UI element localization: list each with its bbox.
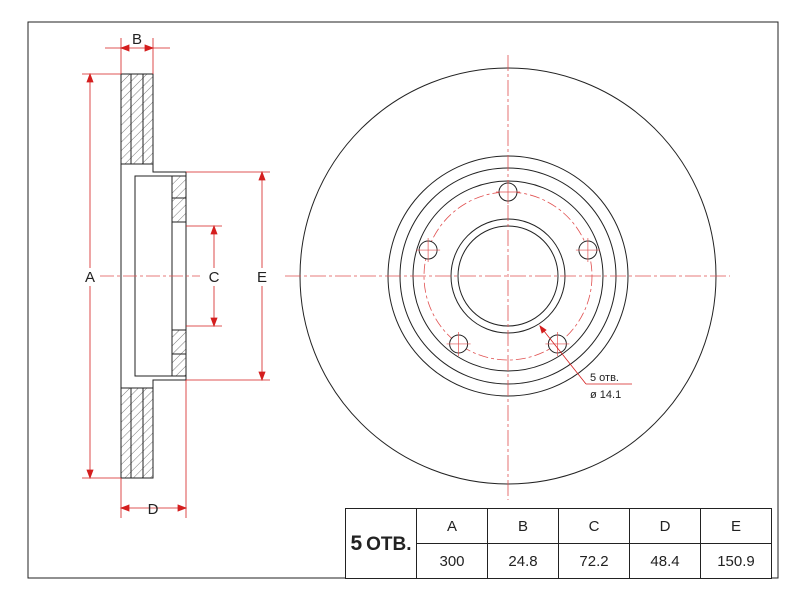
hole-diameter-note: ø 14.1 <box>590 389 621 401</box>
header-d: D <box>629 508 701 544</box>
hub-lower-hatch <box>171 329 187 377</box>
value-d: 48.4 <box>629 543 701 579</box>
side-view <box>100 73 200 479</box>
bolt-hole-center-mark <box>575 238 600 263</box>
bolt-holes <box>416 180 600 356</box>
header-e: E <box>700 508 772 544</box>
bolt-hole-center-mark <box>416 238 441 263</box>
dimension-lines <box>82 38 270 518</box>
hole-callout <box>539 325 632 385</box>
bolt-hole-center-mark <box>496 180 520 204</box>
holes-number: 5 <box>350 531 363 555</box>
value-c: 72.2 <box>558 543 630 579</box>
dim-label-d: D <box>148 501 159 518</box>
value-a: 300 <box>416 543 488 579</box>
header-c: C <box>558 508 630 544</box>
header-b: B <box>487 508 559 544</box>
dim-label-c: C <box>209 269 220 286</box>
bolt-hole-center-mark <box>446 331 471 356</box>
lower-friction-ring <box>120 387 154 479</box>
dim-label-e: E <box>257 269 267 286</box>
dim-label-b: B <box>132 31 142 48</box>
front-center-lines <box>285 55 730 500</box>
bolt-hole-center-mark <box>545 331 570 356</box>
upper-friction-ring <box>120 73 154 165</box>
hub-upper-hatch <box>171 175 187 223</box>
value-b: 24.8 <box>487 543 559 579</box>
hole-count-note: 5 отв. <box>590 372 619 384</box>
value-e: 150.9 <box>700 543 772 579</box>
header-a: A <box>416 508 488 544</box>
dim-label-a: A <box>85 269 95 286</box>
holes-unit: ОТВ. <box>366 533 412 555</box>
